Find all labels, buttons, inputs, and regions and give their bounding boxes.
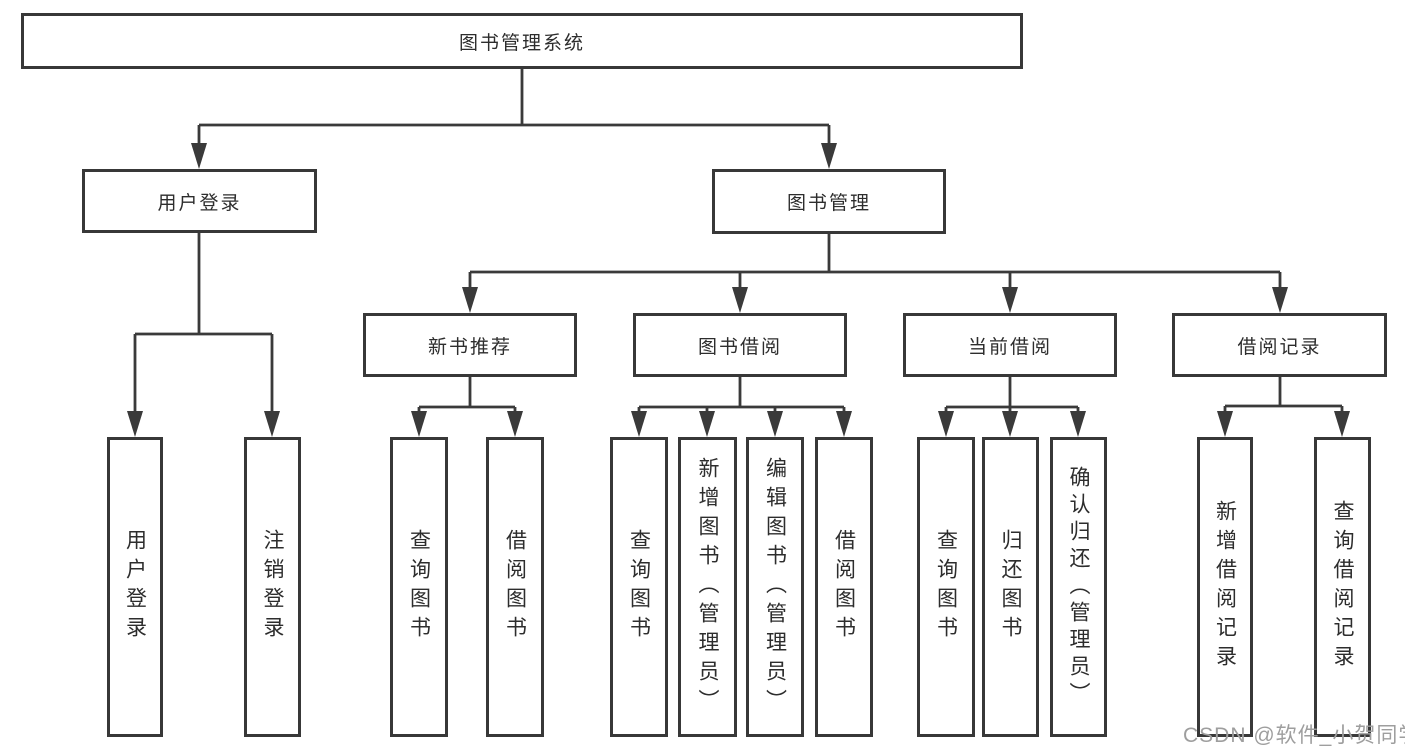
- node-borrow-records: 借阅记录: [1172, 313, 1387, 377]
- leaf-return-books: 归还图书: [982, 437, 1039, 737]
- leaf-query-books-borrow: 查询图书: [610, 437, 668, 737]
- node-book-management: 图书管理: [712, 169, 946, 234]
- leaf-confirm-return-admin-label: 确认归还（管理员）: [1067, 465, 1090, 709]
- leaf-borrow-books-recommend: 借阅图书: [486, 437, 544, 737]
- node-borrow-records-label: 借阅记录: [1237, 336, 1322, 358]
- leaf-logout-label: 注销登录: [261, 529, 284, 645]
- node-user-login: 用户登录: [82, 169, 317, 233]
- leaf-add-borrow-record: 新增借阅记录: [1197, 437, 1253, 737]
- leaf-edit-book-admin: 编辑图书（管理员）: [746, 437, 804, 737]
- watermark: CSDN @软件_小贺同学: [1183, 724, 1405, 747]
- leaf-edit-book-admin-label: 编辑图书（管理员）: [763, 456, 787, 718]
- node-user-login-label: 用户登录: [157, 192, 242, 214]
- node-new-book-recommend-label: 新书推荐: [427, 336, 512, 358]
- leaf-logout: 注销登录: [244, 437, 301, 737]
- arrowheads: [127, 143, 1350, 437]
- leaf-query-books-borrow-label: 查询图书: [627, 529, 651, 645]
- node-book-borrow: 图书借阅: [633, 313, 847, 377]
- leaf-add-book-admin-label: 新增图书（管理员）: [696, 456, 719, 718]
- leaf-user-login: 用户登录: [107, 437, 163, 737]
- node-current-borrow-label: 当前借阅: [967, 336, 1052, 358]
- leaf-query-books-recommend-label: 查询图书: [407, 529, 431, 645]
- node-book-management-label: 图书管理: [786, 193, 871, 214]
- node-root-label: 图书管理系统: [458, 32, 585, 54]
- node-current-borrow: 当前借阅: [903, 313, 1117, 377]
- leaf-add-borrow-record-label: 新增借阅记录: [1213, 500, 1237, 674]
- node-new-book-recommend: 新书推荐: [363, 313, 577, 377]
- leaf-borrow-books-label: 借阅图书: [832, 529, 856, 645]
- leaf-return-books-label: 归还图书: [999, 529, 1022, 645]
- node-root: 图书管理系统: [21, 13, 1023, 69]
- leaf-confirm-return-admin: 确认归还（管理员）: [1050, 437, 1107, 737]
- leaf-query-borrow-record: 查询借阅记录: [1314, 437, 1371, 737]
- leaf-borrow-books-recommend-label: 借阅图书: [503, 529, 527, 645]
- leaf-query-books-current: 查询图书: [917, 437, 975, 737]
- leaf-user-login-label: 用户登录: [123, 529, 147, 645]
- leaf-add-book-admin: 新增图书（管理员）: [678, 437, 737, 737]
- leaf-query-books-current-label: 查询图书: [934, 529, 958, 645]
- node-book-borrow-label: 图书借阅: [697, 336, 782, 358]
- leaf-borrow-books: 借阅图书: [815, 437, 873, 737]
- leaf-query-books-recommend: 查询图书: [390, 437, 448, 737]
- leaf-query-borrow-record-label: 查询借阅记录: [1331, 500, 1354, 674]
